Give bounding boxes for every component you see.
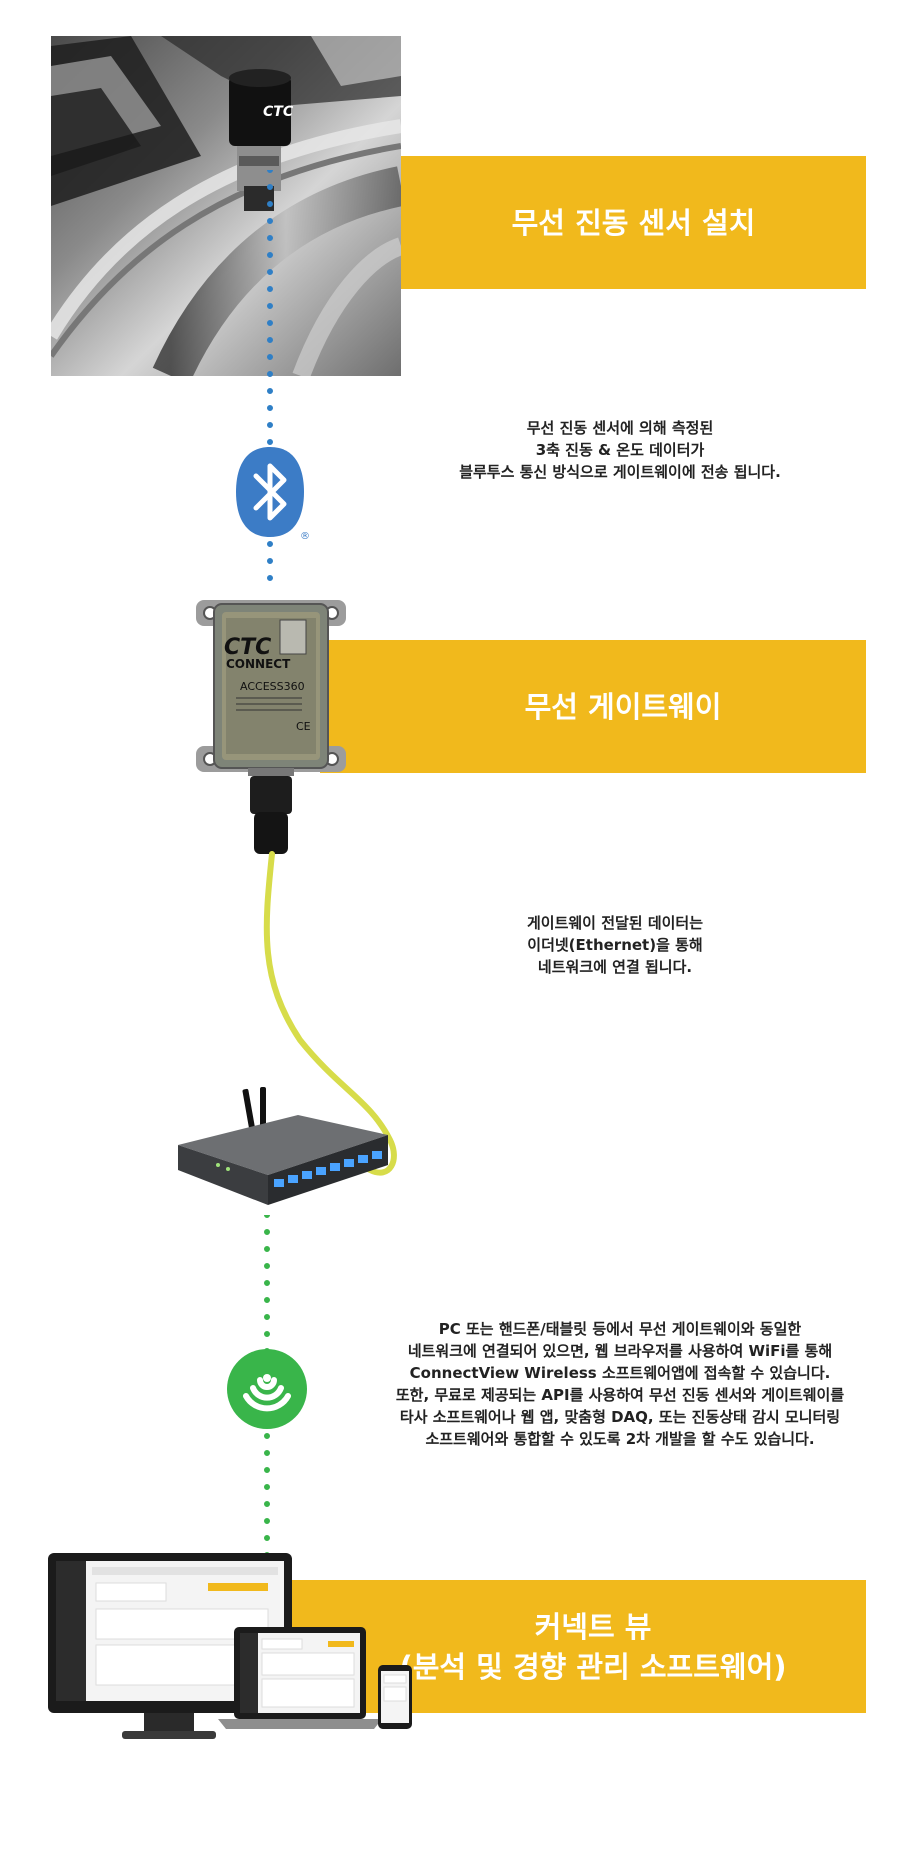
desc-line: 네트워크에 연결되어 있으면, 웹 브라우저를 사용하여 WiFi를 통해 [407, 1342, 833, 1360]
vibration-sensor: CTC [229, 69, 294, 211]
step-sensor-title: 무선 진동 센서 설치 [511, 205, 756, 240]
wireless-gateway: CTC CONNECT ACCESS360 CE [196, 600, 346, 854]
desc-line: 소프트웨어와 통합할 수 있도록 2차 개발을 할 수도 있습니다. [425, 1430, 815, 1448]
step-sensor-banner: 무선 진동 센서 설치 [401, 156, 866, 289]
gateway-to-network-description: 게이트웨이 전달된 데이터는 이더넷(Ethernet)을 통해 네트워크에 연… [440, 912, 790, 978]
sensor-logo: CTC [263, 104, 294, 120]
desc-line: ConnectView Wireless 소프트웨어앱에 접속할 수 있습니다. [409, 1364, 831, 1382]
desc-line: 네트워크에 연결 됩니다. [537, 958, 693, 976]
desc-line: 게이트웨이 전달된 데이터는 [526, 914, 704, 932]
registered-mark: ® [300, 531, 310, 541]
smartphone [378, 1665, 412, 1729]
step-gateway-banner: 무선 게이트웨이 [320, 640, 866, 773]
desc-line: 이더넷(Ethernet)을 통해 [527, 936, 703, 954]
desc-line: 무선 진동 센서에 의해 측정된 [526, 419, 714, 437]
laptop [218, 1627, 382, 1729]
devices-illustration [48, 1553, 412, 1739]
desktop-monitor [48, 1553, 292, 1739]
desc-line: 또한, 무료로 제공되는 API를 사용하여 무선 진동 센서와 게이트웨이를 [395, 1386, 845, 1404]
gateway-logo-bottom: CONNECT [226, 657, 291, 671]
bluetooth-link-dotted-line [267, 170, 273, 590]
gateway-ce-mark: CE [296, 720, 311, 733]
step-gateway-title: 무선 게이트웨이 [524, 689, 722, 724]
step-software-title: 커넥트 뷰 [534, 1609, 652, 1644]
sensor-to-gateway-description: 무선 진동 센서에 의해 측정된 3축 진동 & 온도 데이터가 블루투스 통신… [410, 417, 830, 483]
step-software-subtitle: (분석 및 경향 관리 소프트웨어) [399, 1649, 787, 1684]
gateway-model: ACCESS360 [240, 680, 305, 693]
network-switch [178, 1087, 388, 1205]
wifi-icon [227, 1349, 307, 1429]
network-to-software-description: PC 또는 핸드폰/태블릿 등에서 무선 게이트웨이와 동일한 네트워크에 연결… [375, 1318, 865, 1450]
sensor-photo: CTC [51, 36, 401, 376]
desc-line: PC 또는 핸드폰/태블릿 등에서 무선 게이트웨이와 동일한 [438, 1320, 802, 1338]
desc-line: 3축 진동 & 온도 데이터가 [535, 441, 705, 459]
gateway-logo-top: CTC [224, 635, 271, 660]
bluetooth-icon: ® [236, 447, 310, 541]
desc-line: 타사 소프트웨어나 웹 앱, 맞춤형 DAQ, 또는 진동상태 감시 모니터링 [399, 1408, 841, 1426]
desc-line: 블루투스 통신 방식으로 게이트웨이에 전송 됩니다. [459, 463, 781, 481]
